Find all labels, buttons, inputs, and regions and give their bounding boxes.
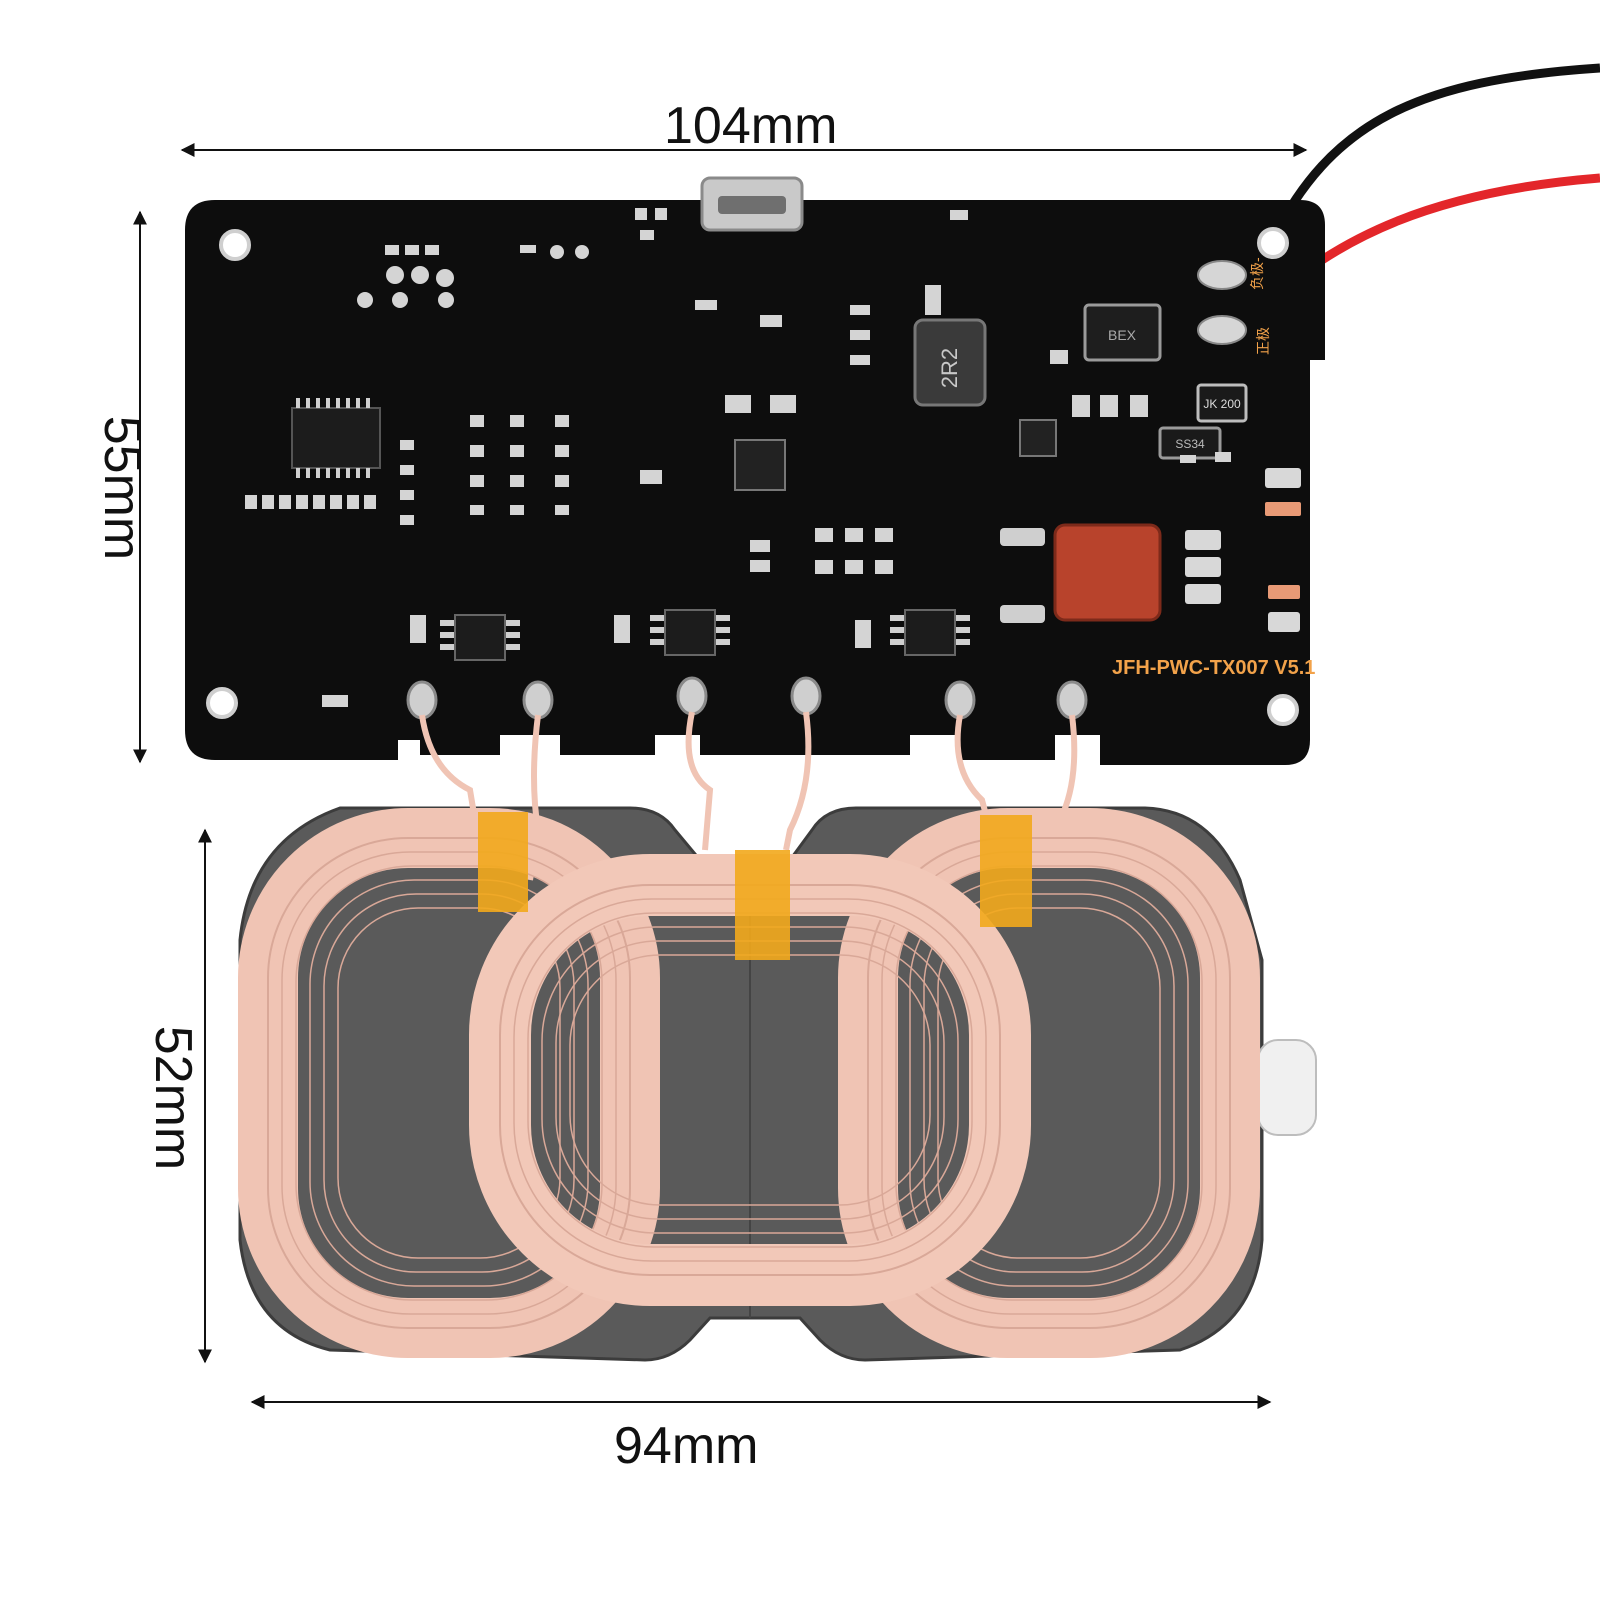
mount-hole [1257,227,1289,259]
negative-label: 负极- [1249,257,1265,290]
mount-hole [206,687,238,719]
driver-ic-1 [440,614,520,661]
jk200-resistor: JK 200 [1196,383,1248,423]
driver-ic-2 [650,609,730,656]
smd-components [245,208,1231,707]
pcb-height-label: 55mm [93,415,151,561]
driver-ic-3 [890,609,970,656]
pcb-width-label: 104mm [664,97,838,155]
main-ic [291,398,381,478]
coil-assembly [238,711,1317,1362]
kapton-tape-left [478,812,528,912]
model-silkscreen: JFH-PWC-TX007 V5.1 [1112,657,1315,679]
film-capacitor [1053,523,1162,622]
controller-ic [734,439,786,491]
kapton-tape-right [980,815,1032,927]
positive-pad [1197,315,1247,345]
mount-hole [219,229,251,261]
bex-component: BEX [1083,303,1162,362]
pcb-board: 2R2 BEX 负极- 正极 JK 200 SS34 [185,176,1325,765]
diode-marking: SS34 [1175,437,1205,451]
release-tab [1257,1039,1317,1136]
ss34-diode: SS34 [1158,426,1222,460]
right-coil [838,808,1260,1358]
dimension-lines [133,143,1308,1409]
kapton-tape-center [735,850,790,960]
bex-marking: BEX [1108,327,1137,343]
positive-label: 正极 [1255,327,1271,355]
negative-pad [1197,260,1247,290]
black-wire [1265,63,1600,247]
coil-solder-pads [406,676,1088,720]
inductor-marking: 2R2 [937,348,962,388]
coil-height-label: 52mm [144,1025,202,1171]
mount-hole [1267,694,1299,726]
left-coil [238,808,660,1358]
resistor-marking: JK 200 [1203,397,1241,411]
inductor-2r2: 2R2 [913,318,987,407]
coil-width-label: 94mm [614,1417,759,1475]
